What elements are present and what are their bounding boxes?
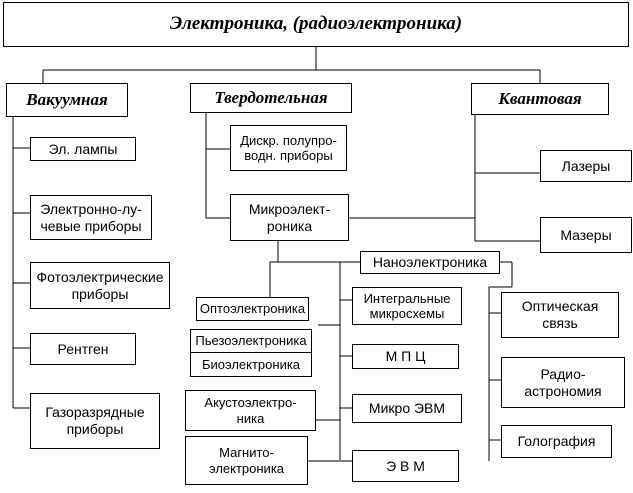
solid-item-ic-label: Интегральные микросхемы	[363, 290, 451, 321]
vacuum-item-crt: Электронно-лу- чевые приборы	[30, 195, 152, 240]
solid-item-evm: Э В М	[352, 450, 459, 482]
quantum-item-masers-label: Мазеры	[560, 226, 612, 243]
vacuum-item-crt-label: Электронно-лу- чевые приборы	[40, 200, 142, 234]
solid-item-micro-evm-label: Микро ЭВМ	[368, 400, 446, 417]
root-box: Электроника, (радиоэлектроника)	[3, 2, 629, 47]
root-label: Электроника, (радиоэлектроника)	[169, 13, 463, 35]
solid-item-evm-label: Э В М	[386, 457, 425, 474]
solid-item-micro: Микроэлект- роника	[230, 194, 349, 241]
solid-item-micro-evm: Микро ЭВМ	[352, 394, 462, 423]
solid-item-discrete-label: Дискр. полупро- водн. приборы	[240, 132, 337, 163]
solid-item-piezo-label: Пьезоэлектроника	[195, 333, 307, 349]
category-vacuum: Вакуумная	[6, 83, 128, 117]
quantum-item-holo: Голография	[501, 425, 612, 458]
solid-item-piezo-bio: Пьезоэлектроника Биоэлектроника	[190, 329, 312, 377]
quantum-item-optical: Оптическая связь	[501, 292, 619, 338]
category-solid-label: Твердотельная	[214, 87, 328, 107]
vacuum-item-gas: Газоразрядные приборы	[30, 393, 160, 449]
category-quantum-label: Квантовая	[498, 88, 582, 108]
category-vacuum-label: Вакуумная	[26, 89, 108, 109]
solid-item-magneto-label: Магнито- электроника	[208, 445, 285, 476]
solid-item-bio-label: Биоэлектроника	[201, 356, 301, 372]
solid-item-mpc-label: М П Ц	[385, 348, 426, 365]
solid-item-mpc: М П Ц	[352, 344, 459, 369]
solid-item-acousto: Акустоэлектро- ника	[185, 390, 316, 431]
quantum-item-radio: Радио- астрономия	[501, 357, 625, 408]
vacuum-item-photo: Фотоэлектрические приборы	[30, 262, 170, 309]
solid-item-magneto: Магнито- электроника	[185, 436, 308, 485]
solid-item-acousto-label: Акустоэлектро- ника	[204, 395, 297, 426]
vacuum-item-lamps-label: Эл. лампы	[48, 140, 118, 157]
solid-item-nano-label: Наноэлектроника	[372, 254, 488, 271]
solid-item-piezo: Пьезоэлектроника	[191, 330, 311, 353]
solid-item-bio: Биоэлектроника	[191, 353, 311, 376]
quantum-item-optical-label: Оптическая связь	[521, 298, 599, 331]
category-quantum: Квантовая	[471, 83, 609, 115]
solid-item-micro-label: Микроэлект- роника	[248, 200, 331, 234]
solid-item-discrete: Дискр. полупро- водн. приборы	[230, 125, 347, 171]
vacuum-item-gas-label: Газоразрядные приборы	[45, 404, 145, 437]
quantum-item-radio-label: Радио- астрономия	[524, 365, 602, 399]
solid-item-opto: Оптоэлектроника	[196, 297, 309, 321]
quantum-item-lasers: Лазеры	[540, 150, 632, 182]
category-solid: Твердотельная	[190, 83, 352, 113]
solid-item-ic: Интегральные микросхемы	[352, 287, 462, 325]
vacuum-item-photo-label: Фотоэлектрические приборы	[36, 268, 164, 302]
solid-item-nano: Наноэлектроника	[360, 251, 500, 274]
solid-item-opto-label: Оптоэлектроника	[199, 301, 306, 317]
vacuum-item-xray: Рентген	[30, 333, 136, 365]
quantum-item-masers: Мазеры	[540, 217, 632, 253]
quantum-item-holo-label: Голография	[517, 433, 596, 450]
vacuum-item-lamps: Эл. лампы	[30, 137, 136, 161]
quantum-item-lasers-label: Лазеры	[561, 157, 611, 174]
vacuum-item-xray-label: Рентген	[57, 340, 109, 357]
